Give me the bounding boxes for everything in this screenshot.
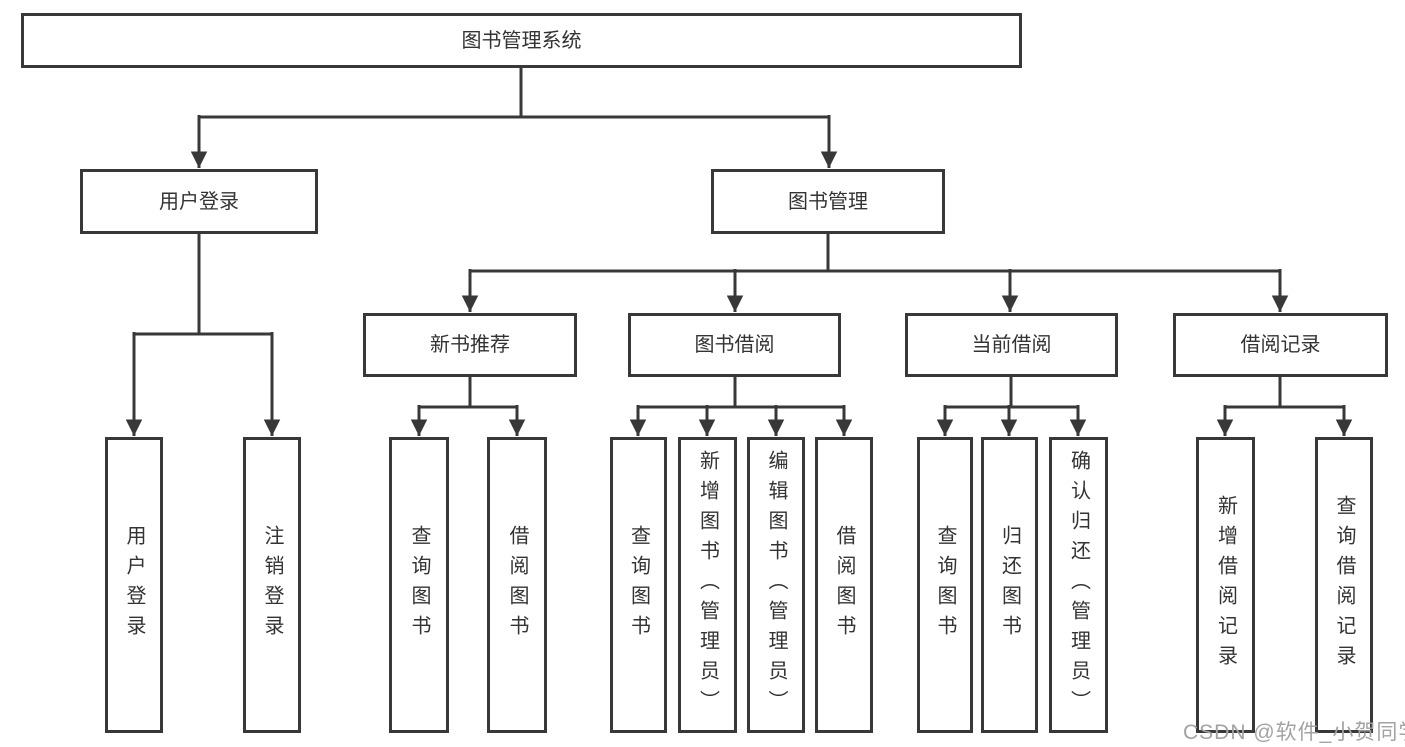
node-borrowing-records: 借阅记录 [1173,313,1388,377]
leaf-logout: 注销登录 [243,437,301,733]
leaf-user-login: 用户登录 [105,437,163,733]
node-library-system: 图书管理系统 [21,13,1022,68]
leaf-current-return-books: 归还图书 [981,437,1038,733]
node-book-management: 图书管理 [711,169,945,234]
node-new-book-recommend: 新书推荐 [363,313,577,377]
leaf-newbook-query-books: 查询图书 [389,437,449,733]
leaf-current-confirm-return-admin: 确认归还（管理员） [1049,437,1108,733]
leaf-newbook-borrow-books: 借阅图书 [487,437,547,733]
leaf-records-add-borrow-record: 新增借阅记录 [1196,437,1255,733]
csdn-watermark: CSDN @软件_小贺同学 [1183,721,1405,744]
node-book-borrowing: 图书借阅 [628,313,841,377]
node-current-borrowing: 当前借阅 [905,313,1118,377]
leaf-borrowing-query-books: 查询图书 [610,437,667,733]
leaf-records-query-borrow-record: 查询借阅记录 [1315,437,1373,733]
leaf-borrowing-add-books-admin: 新增图书（管理员） [678,437,737,733]
leaf-current-query-books: 查询图书 [917,437,973,733]
leaf-borrowing-edit-books-admin: 编辑图书（管理员） [747,437,805,733]
leaf-borrowing-borrow-books: 借阅图书 [815,437,873,733]
node-user-login: 用户登录 [80,169,318,234]
